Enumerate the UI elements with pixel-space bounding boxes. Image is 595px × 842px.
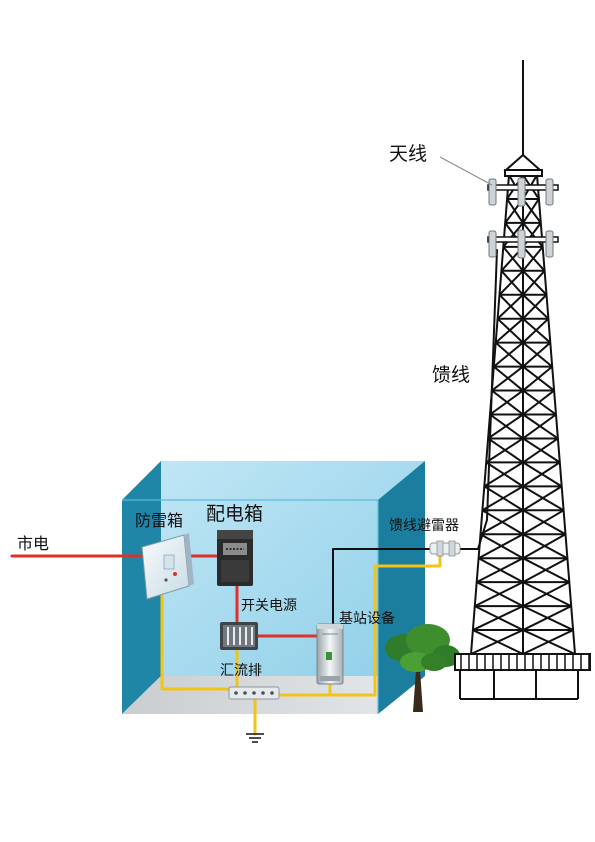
tower-base — [454, 653, 591, 700]
tower-brace — [522, 413, 559, 440]
tower-cap — [503, 153, 543, 171]
indicator-led — [173, 572, 177, 576]
tower-lattice — [470, 174, 576, 655]
tower-brace — [522, 222, 544, 248]
label-mains: 市电 — [17, 534, 49, 553]
label-lightning-box: 防雷箱 — [135, 511, 183, 530]
tower-brace — [489, 389, 524, 416]
tower-brace — [522, 629, 576, 655]
antenna-panel-group-lower — [488, 229, 554, 259]
earth-ground-symbol — [246, 733, 264, 743]
label-feeder: 馈线 — [432, 364, 470, 386]
tower-brace — [522, 509, 566, 536]
tower-brace — [476, 557, 524, 584]
distribution-box[interactable] — [217, 530, 253, 586]
tower-brace — [522, 317, 551, 344]
label-switching-power: 开关电源 — [241, 598, 297, 614]
lightning-protection-box[interactable] — [141, 533, 194, 600]
tower-brace — [472, 605, 524, 631]
label-base-station: 基站设备 — [339, 610, 395, 627]
label-busbar: 汇流排 — [220, 663, 262, 679]
tower-brace — [522, 270, 548, 296]
antenna-panel-group-upper — [488, 177, 554, 207]
base-station-equipment[interactable] — [316, 623, 344, 685]
room-front-edge — [122, 499, 379, 714]
tower-brace — [522, 365, 555, 392]
label-antenna: 天线 — [389, 143, 427, 165]
tower-brace — [502, 222, 524, 248]
tower-brace — [487, 413, 524, 440]
wiring — [10, 249, 498, 736]
tower-brace — [481, 485, 524, 512]
tower-brace — [483, 461, 524, 488]
room-left-wall — [122, 461, 161, 714]
tower-brace — [470, 629, 524, 655]
tower-brace — [522, 461, 563, 488]
tower-brace — [493, 341, 524, 368]
tower-brace — [522, 533, 568, 560]
tower-cap-band — [504, 169, 543, 177]
feeder-arrester-device[interactable] — [429, 540, 461, 557]
tower-brace — [498, 270, 524, 296]
tower-brace — [478, 533, 524, 560]
antenna-pointer-line — [439, 156, 493, 186]
communication-tower — [454, 60, 591, 700]
label-feeder-arrester: 馈线避雷器 — [389, 518, 459, 534]
tower-brace — [480, 509, 524, 536]
tower-brace — [491, 365, 524, 392]
tower-brace — [522, 246, 546, 272]
tower-brace — [474, 581, 524, 607]
tower-brace — [522, 198, 542, 224]
tower-brace — [522, 437, 561, 464]
tower-brace — [522, 557, 570, 584]
tower-brace — [522, 581, 572, 607]
ground-line-arrester — [328, 551, 442, 697]
switching-power-supply[interactable] — [220, 622, 258, 650]
label-distribution-box: 配电箱 — [206, 503, 263, 525]
tower-brace — [495, 317, 524, 344]
tower-brace — [522, 485, 565, 512]
tower-brace — [485, 437, 524, 464]
ground-line-lightning-box — [160, 586, 234, 691]
feeder-line-indoor — [332, 548, 426, 625]
tower-brace — [522, 341, 553, 368]
tower-brace — [522, 605, 574, 631]
tree-icon — [385, 624, 460, 712]
tower-brace — [522, 389, 557, 416]
tower-brace — [496, 294, 524, 320]
tower-brace — [522, 294, 550, 320]
grounding-busbar[interactable] — [228, 686, 280, 700]
